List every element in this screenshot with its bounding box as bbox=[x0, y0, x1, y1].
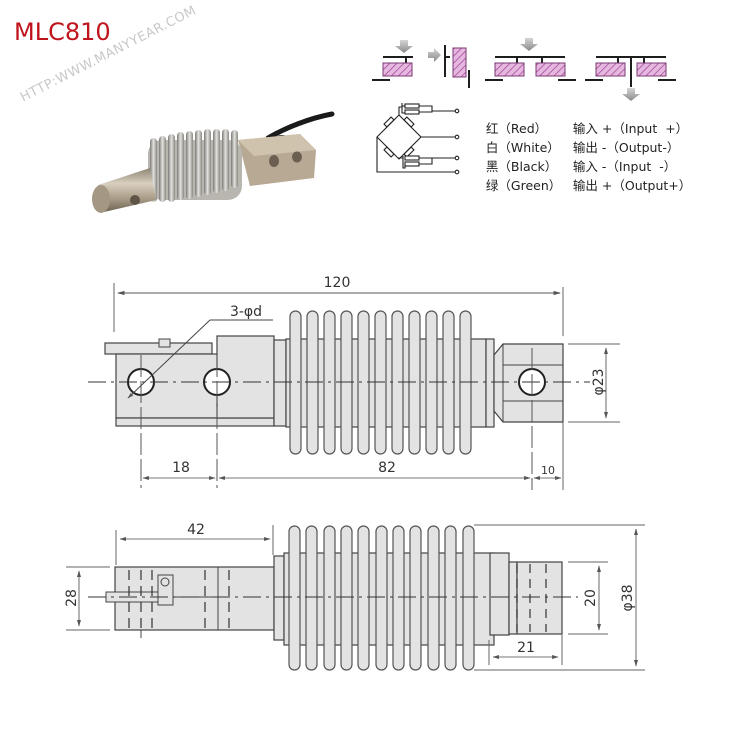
dim-end-diameter: φ23 bbox=[591, 368, 607, 395]
dim-end-offset: 10 bbox=[541, 464, 555, 477]
drawing-side-view: 42 28 bbox=[64, 522, 645, 671]
wiring-bridge-diagram bbox=[376, 103, 460, 175]
wire-func-en: +（Input +） bbox=[601, 121, 689, 136]
wire-color-cn: 绿 bbox=[485, 178, 499, 193]
wire-row-red: 红（Red） bbox=[470, 103, 547, 152]
wire-func-black: 输入 -（Input -） bbox=[557, 141, 676, 190]
wire-color-cn: 红 bbox=[485, 121, 499, 136]
mount-diagram-side bbox=[428, 45, 470, 88]
mount-diagram-single-top bbox=[372, 40, 413, 81]
mount-diagram-dual-bottom bbox=[585, 56, 676, 101]
wire-color-en: （Black） bbox=[498, 159, 558, 174]
product-photo bbox=[92, 111, 335, 213]
drawing-top-view: 120 bbox=[88, 275, 620, 490]
dim-end-height: 20 bbox=[583, 589, 599, 607]
model-title: MLC810 bbox=[14, 18, 111, 46]
wire-row-green: 绿（Green） bbox=[470, 160, 561, 209]
dim-block-length: 42 bbox=[187, 522, 205, 538]
wire-func-cn: 输入 bbox=[572, 121, 598, 136]
dim-bellows-diameter: φ38 bbox=[620, 584, 636, 611]
wire-func-cn: 输出 bbox=[572, 178, 598, 193]
wire-color-cn: 黑 bbox=[485, 159, 499, 174]
dim-center-distance: 82 bbox=[378, 460, 396, 476]
wire-func-en: -（Input -） bbox=[601, 159, 677, 174]
wire-color-en: （Green） bbox=[498, 178, 562, 193]
mounting-diagrams bbox=[372, 38, 676, 101]
wire-func-en: +（Output+） bbox=[601, 178, 692, 193]
wire-func-en: -（Output-） bbox=[601, 140, 680, 155]
wire-row-black: 黑（Black） bbox=[470, 141, 557, 190]
dim-end-length: 21 bbox=[517, 640, 535, 656]
wire-func-red: 输入 +（Input +） bbox=[557, 103, 688, 152]
wire-func-white: 输出 -（Output-） bbox=[557, 122, 679, 171]
dim-overall-length: 120 bbox=[324, 275, 351, 291]
wire-color-en: （White） bbox=[498, 140, 560, 155]
wire-color-en: （Red） bbox=[498, 121, 548, 136]
wire-func-cn: 输出 bbox=[572, 140, 598, 155]
dim-block-height: 28 bbox=[64, 589, 80, 607]
dim-hole-spacing: 18 bbox=[172, 460, 190, 476]
mount-diagram-dual-top bbox=[485, 38, 576, 81]
wire-func-green: 输出 +（Output+） bbox=[557, 160, 691, 209]
wire-func-cn: 输入 bbox=[572, 159, 598, 174]
wire-color-cn: 白 bbox=[485, 140, 499, 155]
dim-hole-label: 3-φd bbox=[230, 304, 262, 320]
wire-row-white: 白（White） bbox=[470, 122, 560, 171]
